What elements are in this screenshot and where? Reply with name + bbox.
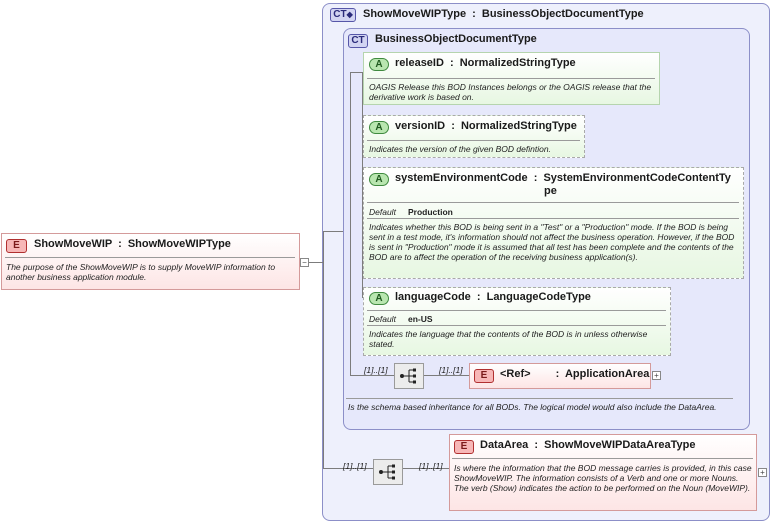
data-area-title: DataArea : ShowMoveWIPDataAreaType [480,439,696,451]
default-label: Default [369,314,396,324]
default-value: Production [408,207,453,217]
attribute-system-environment-code[interactable] [363,167,744,279]
base-type-title: BusinessObjectDocumentType [375,33,537,45]
default-value: en-US [408,314,433,324]
attribute-description: Indicates the version of the given BOD d… [369,144,551,154]
complex-type-title: ShowMoveWIPType : BusinessObjectDocument… [363,8,644,20]
ref-element-box[interactable] [469,363,651,389]
root-element-name: ShowMoveWIP [34,238,113,250]
root-collapse-toggle[interactable]: − [300,258,309,267]
data-area-name: DataArea [480,439,529,451]
complex-type-badge: CT◆ [330,8,356,22]
attribute-title: systemEnvironmentCode : SystemEnvironmen… [395,172,731,184]
sequence-compositor[interactable] [373,459,403,485]
sequence-multiplicity: [1]..[1] [343,461,367,471]
ref-element-title: <Ref> : ApplicationArea [500,368,650,380]
element-multiplicity: [1]..[1] [419,461,443,471]
attribute-title: versionID : NormalizedStringType [395,120,577,132]
attribute-title: releaseID : NormalizedStringType [395,57,576,69]
attribute-badge: A [369,173,389,186]
ref-element-type: ApplicationArea [564,368,650,380]
root-element-box[interactable] [1,233,300,290]
attribute-badge: A [369,121,389,134]
ref-element-badge: E [474,369,494,383]
sequence-icon [400,368,416,384]
attribute-language-code[interactable] [363,287,671,356]
root-element-title: ShowMoveWIP : ShowMoveWIPType [34,238,231,250]
base-type-badge: CT [348,34,368,48]
attribute-title: languageCode : LanguageCodeType [395,291,591,303]
data-area-element-box[interactable] [449,434,757,511]
ref-expand-toggle[interactable]: + [652,371,661,380]
sequence-multiplicity: [1]..[1] [364,365,388,375]
complex-type-name: ShowMoveWIPType [363,8,467,20]
attribute-version-id[interactable] [363,115,585,158]
attribute-description: OAGIS Release this BOD Instances belongs… [369,82,652,102]
root-element-type: ShowMoveWIPType [127,238,231,250]
element-multiplicity: [1]..[1] [439,365,463,375]
sequence-icon [379,464,395,480]
root-element-badge: E [6,239,27,253]
root-element-description: The purpose of the ShowMoveWIP is to sup… [6,262,276,282]
extension-icon: ◆ [346,10,353,19]
attribute-description: Indicates whether this BOD is being sent… [369,222,735,262]
attribute-description: Indicates the language that the contents… [369,329,648,349]
data-area-type: ShowMoveWIPDataAreaType [544,439,696,451]
complex-type-base: BusinessObjectDocumentType [481,8,644,20]
ref-element-name: <Ref> [500,368,531,380]
data-area-badge: E [454,440,474,454]
data-area-description: Is where the information that the BOD me… [454,463,752,493]
base-type-description: Is the schema based inheritance for all … [348,402,717,412]
default-label: Default [369,207,396,217]
attribute-badge: A [369,58,389,71]
sequence-compositor[interactable] [394,363,424,389]
attribute-badge: A [369,292,389,305]
data-area-expand-toggle[interactable]: + [758,468,767,477]
